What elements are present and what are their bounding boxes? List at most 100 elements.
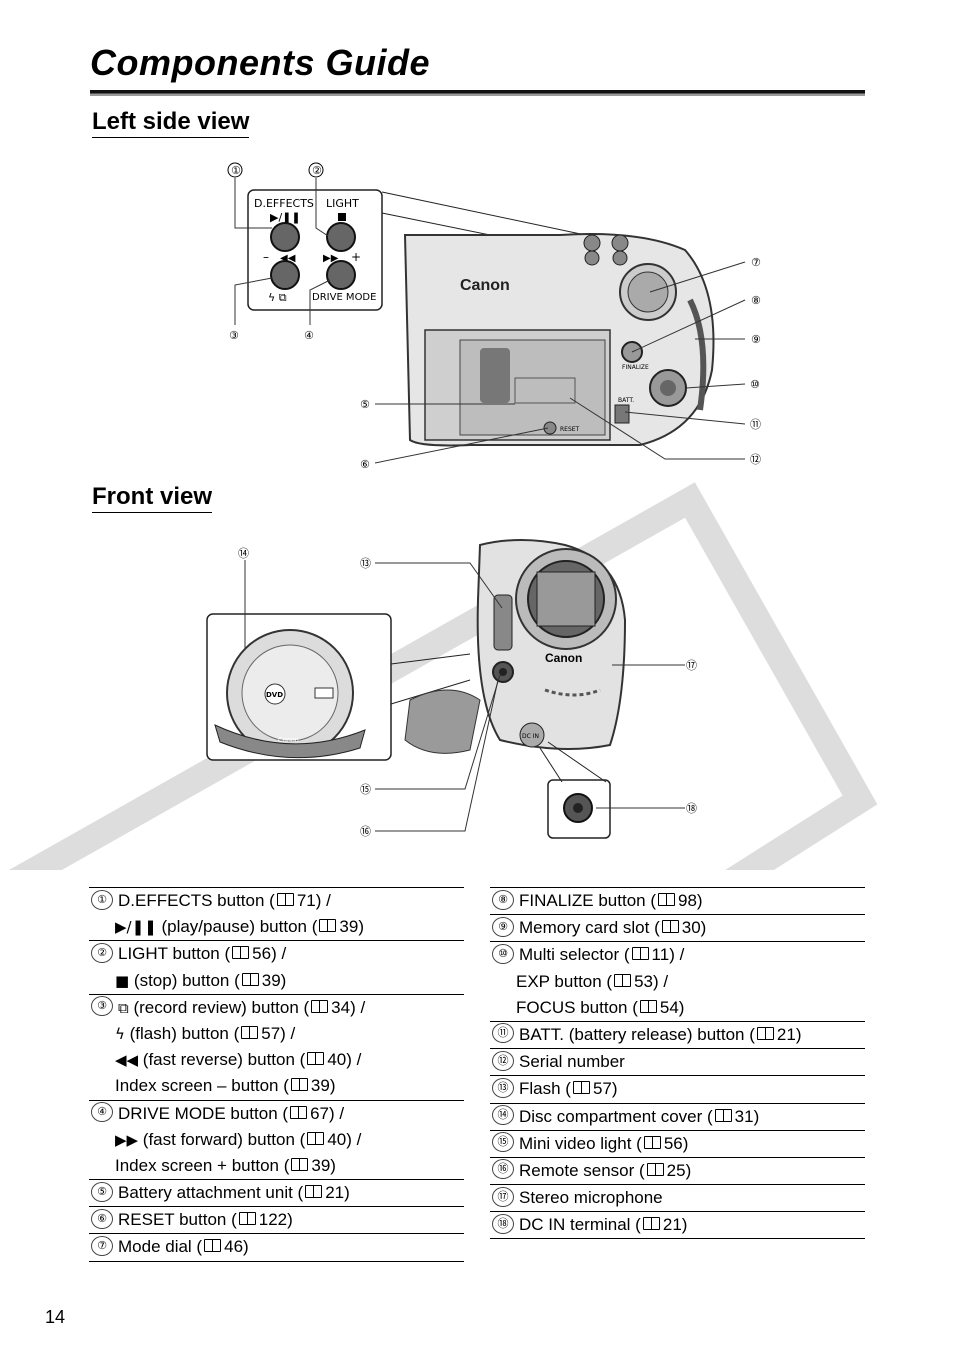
component-description-end: )	[358, 917, 364, 937]
book-reference-icon	[307, 1052, 325, 1066]
callout-4: ④	[304, 329, 314, 342]
svg-text:FINALIZE: FINALIZE	[622, 364, 649, 371]
camcorder-front: Canon DC IN	[404, 539, 627, 754]
page-reference: 21	[776, 1024, 796, 1044]
component-line: ■ (stop) button (39)	[89, 968, 464, 994]
component-row: ③⧉ (record review) button (34) /ϟ (flash…	[89, 995, 464, 1101]
component-number: ⑮	[492, 1132, 514, 1153]
book-reference-icon	[714, 1108, 732, 1122]
callout-6: ⑥	[360, 458, 370, 471]
component-description-end: )	[795, 1024, 802, 1044]
callout-15: ⑮	[360, 783, 371, 796]
svg-text:+: +	[351, 250, 361, 264]
component-line: FOCUS button (54)	[490, 995, 865, 1021]
component-description: Mini video light (	[519, 1133, 642, 1153]
disc-cover-inset: DVD Canon	[206, 613, 392, 761]
svg-text:ϟ ⧉: ϟ ⧉	[268, 291, 287, 304]
book-reference-icon	[661, 920, 679, 934]
component-description-end: )	[330, 1155, 336, 1175]
book-reference-icon	[756, 1026, 774, 1040]
page-reference: 39	[339, 917, 359, 937]
component-description: (fast forward) button (	[138, 1129, 306, 1149]
inset-label-light: LIGHT	[326, 197, 359, 210]
page-reference: 57	[261, 1023, 281, 1043]
book-reference-icon	[307, 1131, 325, 1145]
book-reference-icon	[232, 946, 250, 960]
page-title: Components Guide	[90, 42, 430, 83]
component-description: (stop) button (	[129, 970, 240, 990]
component-number: ⑤	[91, 1181, 113, 1202]
book-reference-icon	[276, 893, 294, 907]
component-description-end: )	[344, 1183, 350, 1203]
component-line: Index screen + button (39)	[89, 1153, 464, 1179]
callout-18: ⑱	[686, 802, 697, 815]
inset-label-d-effects: D.EFFECTS	[254, 197, 314, 210]
component-description-end: )	[611, 1079, 618, 1099]
component-description: Stereo microphone	[519, 1188, 663, 1208]
component-description: (fast reverse) button (	[138, 1050, 306, 1070]
book-reference-icon	[290, 1078, 308, 1092]
page-reference: 46	[224, 1237, 244, 1257]
book-reference-icon	[614, 973, 632, 987]
component-description: DRIVE MODE button (	[118, 1103, 289, 1123]
page-reference: 39	[310, 1076, 330, 1096]
svg-text:Canon: Canon	[278, 737, 299, 744]
component-description-end: ) /	[346, 1129, 362, 1149]
page-reference: 21	[325, 1183, 345, 1203]
component-number: ⑱	[492, 1213, 514, 1234]
copy-watermark	[8, 482, 878, 870]
component-description: Flash (	[519, 1079, 571, 1099]
button-symbol-icon: ▶/❚❚	[115, 918, 157, 937]
book-reference-icon	[631, 947, 649, 961]
button-symbol-icon: ⧉	[118, 998, 129, 1017]
callout-8: ⑧	[751, 294, 761, 307]
component-description: (record review) button (	[128, 997, 310, 1017]
component-description: Multi selector (	[519, 945, 630, 965]
button-symbol-icon: ■	[115, 971, 130, 990]
component-line: ◀◀ (fast reverse) button (40) /	[89, 1047, 464, 1073]
component-description: Battery attachment unit (	[118, 1183, 304, 1203]
component-description-end: ) /	[280, 1023, 296, 1043]
page-number: 14	[45, 1307, 66, 1327]
component-description-end: ) /	[346, 1050, 362, 1070]
button-inset-panel: D.EFFECTS LIGHT ▶/❚❚ – ◀◀ ▶▶ + ϟ ⧉ DRIVE…	[247, 189, 383, 311]
page-reference: 56	[663, 1133, 683, 1153]
component-line: ϟ (flash) button (57) /	[89, 1021, 464, 1047]
component-description: Remote sensor (	[519, 1160, 645, 1180]
component-description: (play/pause) button (	[156, 917, 318, 937]
brand-logo-front: Canon	[545, 651, 582, 665]
book-reference-icon	[646, 1162, 664, 1176]
component-description: Index screen + button (	[115, 1155, 290, 1175]
svg-text:▶/❚❚: ▶/❚❚	[270, 211, 301, 224]
callout-11: ⑪	[750, 418, 761, 431]
component-description: LIGHT button (	[118, 944, 231, 964]
component-description-end: )	[681, 1215, 688, 1235]
page-reference: 40	[327, 1129, 347, 1149]
component-description: EXP button (	[516, 971, 613, 991]
svg-text:②: ②	[312, 164, 322, 177]
svg-text:◀◀: ◀◀	[280, 253, 296, 264]
component-description: FINALIZE button (	[519, 891, 656, 910]
callout-17: ⑰	[686, 659, 697, 672]
component-number: ⑦	[91, 1235, 113, 1256]
page-reference: 11	[651, 945, 670, 965]
component-number: ⑩	[492, 943, 514, 964]
page-reference: 56	[252, 944, 272, 964]
button-symbol-icon: ▶▶	[115, 1130, 139, 1149]
component-number: ①	[91, 889, 113, 910]
